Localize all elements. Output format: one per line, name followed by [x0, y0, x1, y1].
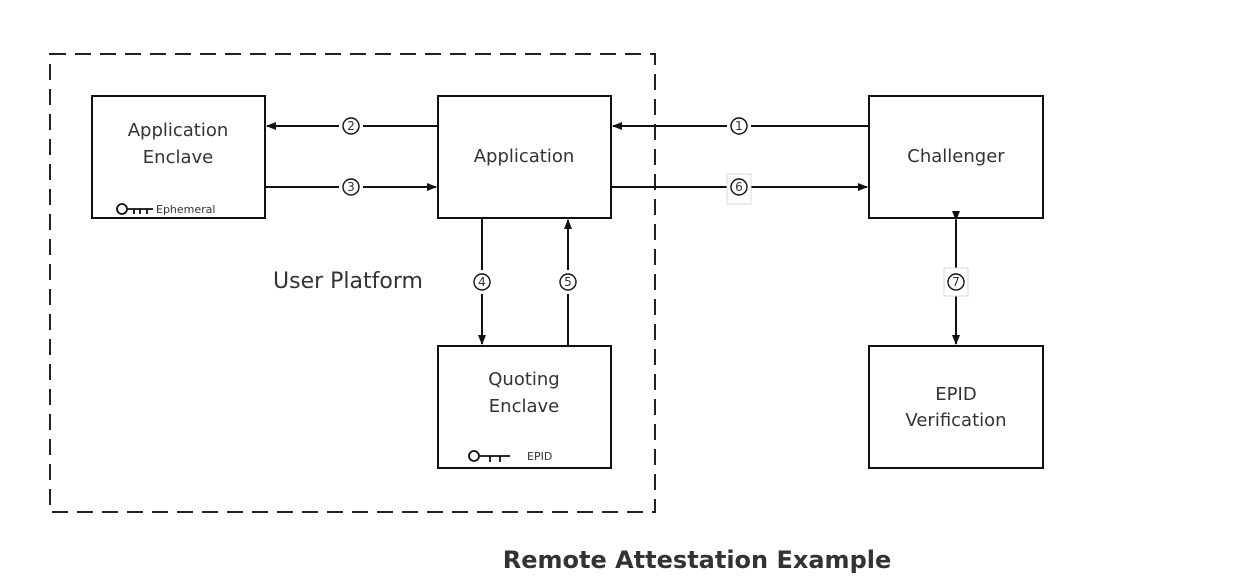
- step-marker-5: 5: [557, 270, 579, 294]
- svg-text:2: 2: [347, 119, 355, 133]
- key-icon: [468, 450, 510, 462]
- svg-text:5: 5: [564, 275, 572, 289]
- application-enclave-title-line2: Enclave: [143, 147, 213, 168]
- epid-key-label: EPID: [527, 450, 552, 463]
- caption-container: Remote Attestation Example: [0, 546, 1237, 586]
- application-title: Application: [474, 146, 575, 167]
- quoting-enclave-title-line1: Quoting: [488, 369, 559, 390]
- epid-verification-title-line2: Verification: [905, 410, 1006, 431]
- step-marker-3: 3: [339, 176, 363, 198]
- application-enclave-title-line1: Application: [128, 120, 229, 141]
- challenger-title: Challenger: [907, 146, 1005, 167]
- step-marker-4: 4: [471, 270, 493, 294]
- remote-attestation-diagram: User Platform Application Enclave Epheme…: [49, 53, 1044, 513]
- step-marker-1: 1: [727, 115, 751, 137]
- svg-text:6: 6: [735, 180, 743, 194]
- application-box: Application: [437, 95, 612, 219]
- svg-text:1: 1: [735, 119, 743, 133]
- user-platform-label: User Platform: [273, 269, 423, 294]
- svg-text:7: 7: [952, 275, 960, 289]
- step-marker-2: 2: [339, 115, 363, 137]
- step-marker-6: 6: [726, 173, 752, 205]
- diagram-caption: Remote Attestation Example: [502, 546, 892, 574]
- step-marker-7: 7: [943, 267, 969, 297]
- user-platform-boundary: [49, 53, 656, 513]
- epid-verification-box: EPID Verification: [868, 345, 1044, 469]
- epid-verification-title-line1: EPID: [935, 384, 976, 405]
- svg-text:3: 3: [347, 180, 355, 194]
- quoting-enclave-title-line2: Enclave: [489, 396, 559, 417]
- challenger-box: Challenger: [868, 95, 1044, 219]
- svg-text:4: 4: [478, 275, 486, 289]
- quoting-enclave-box: Quoting Enclave EPID: [437, 345, 612, 469]
- application-enclave-box: Application Enclave Ephemeral: [91, 95, 266, 219]
- ephemeral-key-label: Ephemeral: [156, 203, 215, 216]
- key-icon: [116, 203, 153, 215]
